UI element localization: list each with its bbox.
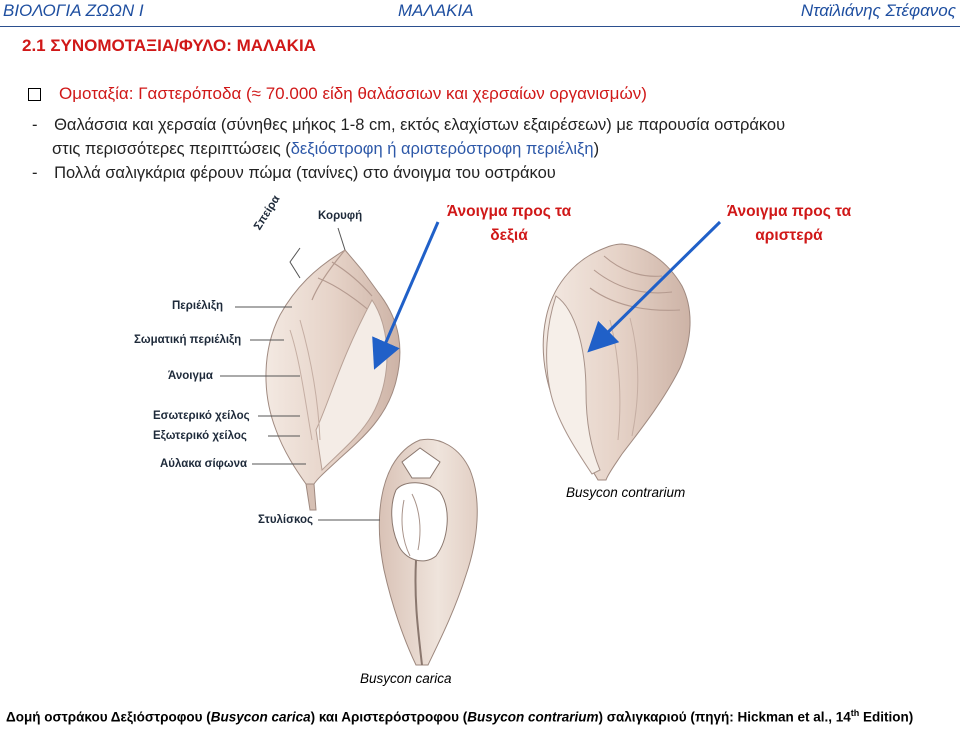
bullet-1-text: Θαλάσσια και χερσαία (σύνηθες μήκος 1-8 …	[54, 116, 786, 134]
label-left-opening: Άνοιγμα προς τα αριστερά	[704, 200, 874, 248]
label-stuliskos: Στυλίσκος	[258, 514, 314, 526]
label-left-opening-l2: αριστερά	[755, 227, 823, 244]
label-right-opening-l1: Άνοιγμα προς τα	[446, 203, 572, 220]
bullet-1: - Θαλάσσια και χερσαία (σύνηθες μήκος 1-…	[32, 116, 785, 135]
footer-part: ) σαλιγκαριού (πηγή: Hickman et al., 14	[598, 709, 851, 725]
checkbox-bullet-icon	[28, 87, 41, 101]
label-esoteriko-xeilos: Εσωτερικό χείλος	[153, 410, 250, 422]
caption-busycon-carica: Busycon carica	[360, 671, 452, 686]
footer-part: Δομή οστράκου Δεξιόστροφου (	[6, 709, 211, 725]
section-title: 2.1 ΣΥΝΟΜΟΤΑΞΙΑ/ΦΥΛΟ: ΜΑΛΑΚΙΑ	[22, 36, 316, 55]
subheading: Ομοταξία: Γαστερόποδα (≈ 70.000 είδη θαλ…	[28, 84, 647, 104]
label-anoigma: Άνοιγμα	[168, 370, 213, 382]
label-somatiki-perielixi: Σωματική περιέλιξη	[134, 334, 242, 346]
bullet-1-cont-b: )	[593, 140, 600, 158]
bullet-1-cont-a: στις περισσότερες περιπτώσεις (	[52, 140, 291, 158]
coiling-term: δεξιόστροφη ή αριστερόστροφη περιέλιξη	[290, 140, 594, 158]
bullet-1-cont: στις περισσότερες περιπτώσεις (δεξιόστρο…	[52, 140, 599, 159]
bullet-2-text: Πολλά σαλιγκάρια φέρουν πώμα (τανίνες) σ…	[54, 164, 556, 182]
slide-header: ΒΙΟΛΟΓΙΑ ΖΩΩΝ Ι ΜΑΛΑΚΙΑ Νταϊλιάνης Στέφα…	[0, 0, 960, 27]
header-course: ΒΙΟΛΟΓΙΑ ΖΩΩΝ Ι	[3, 1, 144, 20]
label-left-opening-l1: Άνοιγμα προς τα	[726, 203, 852, 220]
label-aulaka-sifona: Αύλακα σίφωνα	[160, 458, 248, 470]
shell-busycon-carica	[265, 249, 401, 511]
caption-busycon-contrarium: Busycon contrarium	[566, 485, 686, 500]
dash: -	[32, 116, 38, 134]
arrow-right-opening	[372, 221, 440, 370]
footer-species-contrarium: Busycon contrarium	[467, 709, 599, 725]
subheading-text: Ομοταξία: Γαστερόποδα (≈ 70.000 είδη θαλ…	[59, 84, 647, 103]
footer-part: ) και Αριστερόστροφου (	[310, 709, 468, 725]
header-author: Νταϊλιάνης Στέφανος	[800, 1, 956, 20]
label-perielixi: Περιέλιξη	[172, 300, 223, 312]
label-exoteriko-xeilos: Εξωτερικό χείλος	[153, 430, 247, 442]
label-right-opening: Άνοιγμα προς τα δεξιά	[424, 200, 594, 248]
arrow-left-opening	[587, 220, 722, 353]
shell-cutaway	[378, 438, 478, 666]
dash: -	[32, 164, 38, 182]
footer-superscript: th	[850, 708, 860, 718]
label-koryfi: Κορυφή	[318, 210, 363, 222]
footer-species-carica: Busycon carica	[210, 709, 311, 725]
figure-footer: Δομή οστράκου Δεξιόστροφου (Busycon cari…	[6, 708, 913, 725]
footer-part: Edition)	[859, 709, 914, 725]
bullet-2: - Πολλά σαλιγκάρια φέρουν πώμα (τανίνες)…	[32, 164, 556, 183]
leader-lines	[220, 227, 380, 521]
shell-busycon-contrarium	[542, 243, 691, 481]
label-right-opening-l2: δεξιά	[490, 227, 528, 244]
header-topic: ΜΑΛΑΚΙΑ	[398, 1, 474, 20]
